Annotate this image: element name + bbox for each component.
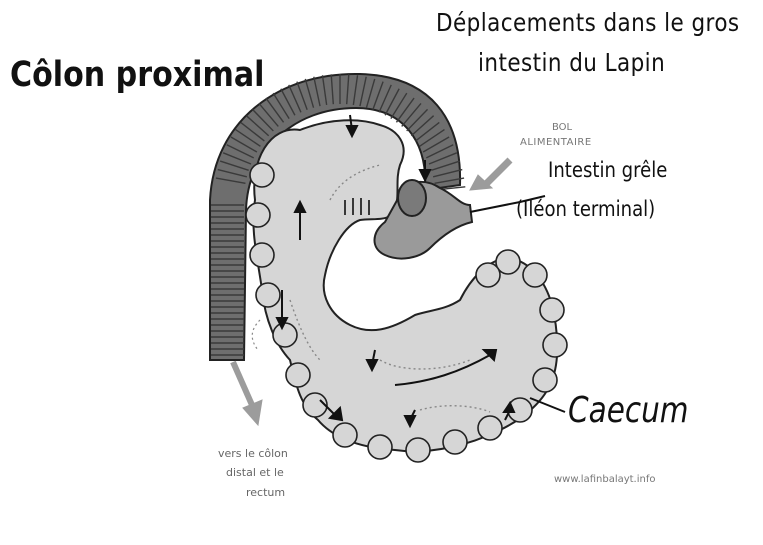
caecum-haustrum [303,393,327,417]
caecum-haustrum [406,438,430,462]
distal-arrow [233,362,262,425]
label-caecum: Caecum [568,390,689,431]
label-colon-proximal: Côlon proximal [10,55,264,95]
caecum-haustrum [286,363,310,387]
title-line-1: Déplacements dans le gros [436,8,740,37]
caecum-haustrum [246,203,270,227]
caecum-haustrum [333,423,357,447]
caecum-haustrum [476,263,500,287]
label-bol-line-1: BOL [552,122,572,133]
caecum-haustrum [540,298,564,322]
caecum-haustrum [478,416,502,440]
label-ileon-terminal: (Iléon terminal) [516,197,655,221]
label-vers-line-2: distal et le [226,466,284,479]
caecum-haustrum [250,163,274,187]
ileum-opening [398,180,426,216]
watermark-text: www.lafinbalayt.info [554,474,656,485]
caecum-haustrum [523,263,547,287]
colon-dotted-bracket [252,320,260,350]
caecum-haustrum [443,430,467,454]
caecum-haustrum [273,323,297,347]
label-bol-line-2: ALIMENTAIRE [520,137,592,148]
caecum-haustrum [256,283,280,307]
bol-arrow [470,160,510,190]
title-line-2: intestin du Lapin [478,48,665,77]
caecum-haustrum [250,243,274,267]
label-vers-line-1: vers le côlon [218,447,288,460]
label-intestin-grele: Intestin grêle [548,158,667,182]
label-vers-line-3: rectum [246,486,285,499]
caecum-haustrum [543,333,567,357]
caecum-haustrum [368,435,392,459]
caecum-haustrum [533,368,557,392]
